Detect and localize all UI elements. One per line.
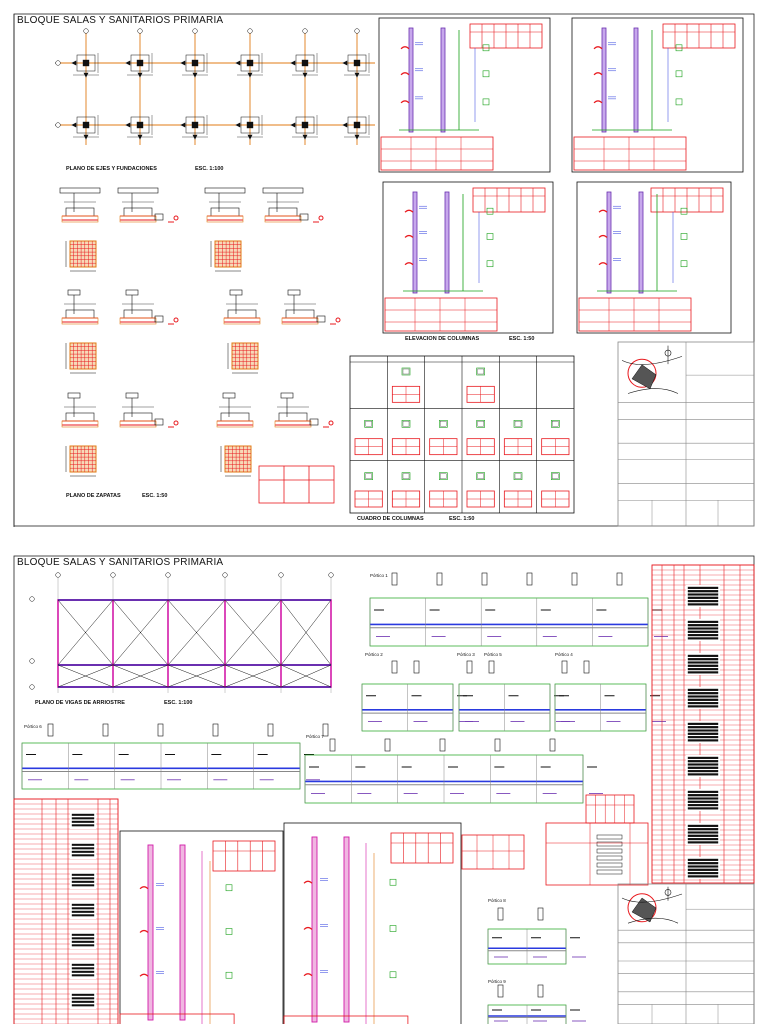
sheet-fundaciones: BLOQUE SALAS Y SANITARIOS PRIMARIA PLANO… [13, 13, 755, 527]
portico-1-label: Pórtico 1 [370, 573, 388, 578]
sheet-gap [0, 527, 768, 553]
title-block [617, 341, 755, 527]
plano-vigas-arriostre [29, 572, 334, 693]
schedule-strip-left [13, 798, 119, 1024]
elevacion-caption: ELEVACION DE COLUMNAS [405, 336, 480, 342]
sheet1-drawing [13, 13, 755, 527]
cuadro-caption: CUADRO DE COLUMNAS [357, 516, 424, 522]
cuadro-columnas [349, 355, 575, 514]
plano-zapatas [59, 187, 341, 477]
elevacion-columnas [378, 17, 744, 334]
portico-7-label: Pórtico 7 [306, 734, 324, 739]
title-block-2 [617, 883, 755, 1024]
plano-ejes-fundaciones [55, 28, 375, 145]
sheet-vigas-arriostre: BLOQUE SALAS Y SANITARIOS PRIMARIA PLANO… [0, 553, 768, 1024]
portico-8-label: Pórtico 8 [488, 898, 506, 903]
elevacion-scale: ESC. 1:50 [509, 336, 535, 342]
vigas-caption: PLANO DE VIGAS DE ARRIOSTRE [35, 700, 125, 706]
zapatas-caption: PLANO DE ZAPATAS [66, 493, 121, 499]
vigas-scale: ESC. 1:100 [164, 700, 193, 706]
portico-9-label: Pórtico 9 [488, 979, 506, 984]
portico-4-label: Pórtico 4 [555, 652, 573, 657]
schedule-strip [651, 564, 755, 884]
red-table [258, 465, 335, 504]
plano-ejes-scale: ESC. 1:100 [195, 166, 224, 172]
porticos [21, 572, 668, 1024]
portico-3-label: Pórtico 3 [457, 652, 475, 657]
sheet2-title: BLOQUE SALAS Y SANITARIOS PRIMARIA [17, 557, 224, 568]
zapatas-scale: ESC. 1:50 [142, 493, 168, 499]
portico-2-label: Pórtico 2 [365, 652, 383, 657]
sheet1-title: BLOQUE SALAS Y SANITARIOS PRIMARIA [17, 15, 224, 26]
plano-ejes-caption: PLANO DE EJES Y FUNDACIONES [66, 166, 157, 172]
cuadro-scale: ESC. 1:50 [449, 516, 475, 522]
portico-6-label: Pórtico 6 [24, 724, 42, 729]
portico-5-label: Pórtico 5 [484, 652, 502, 657]
elevacion-columnas-2 [119, 822, 462, 1024]
sheet2-drawing [13, 555, 755, 1024]
